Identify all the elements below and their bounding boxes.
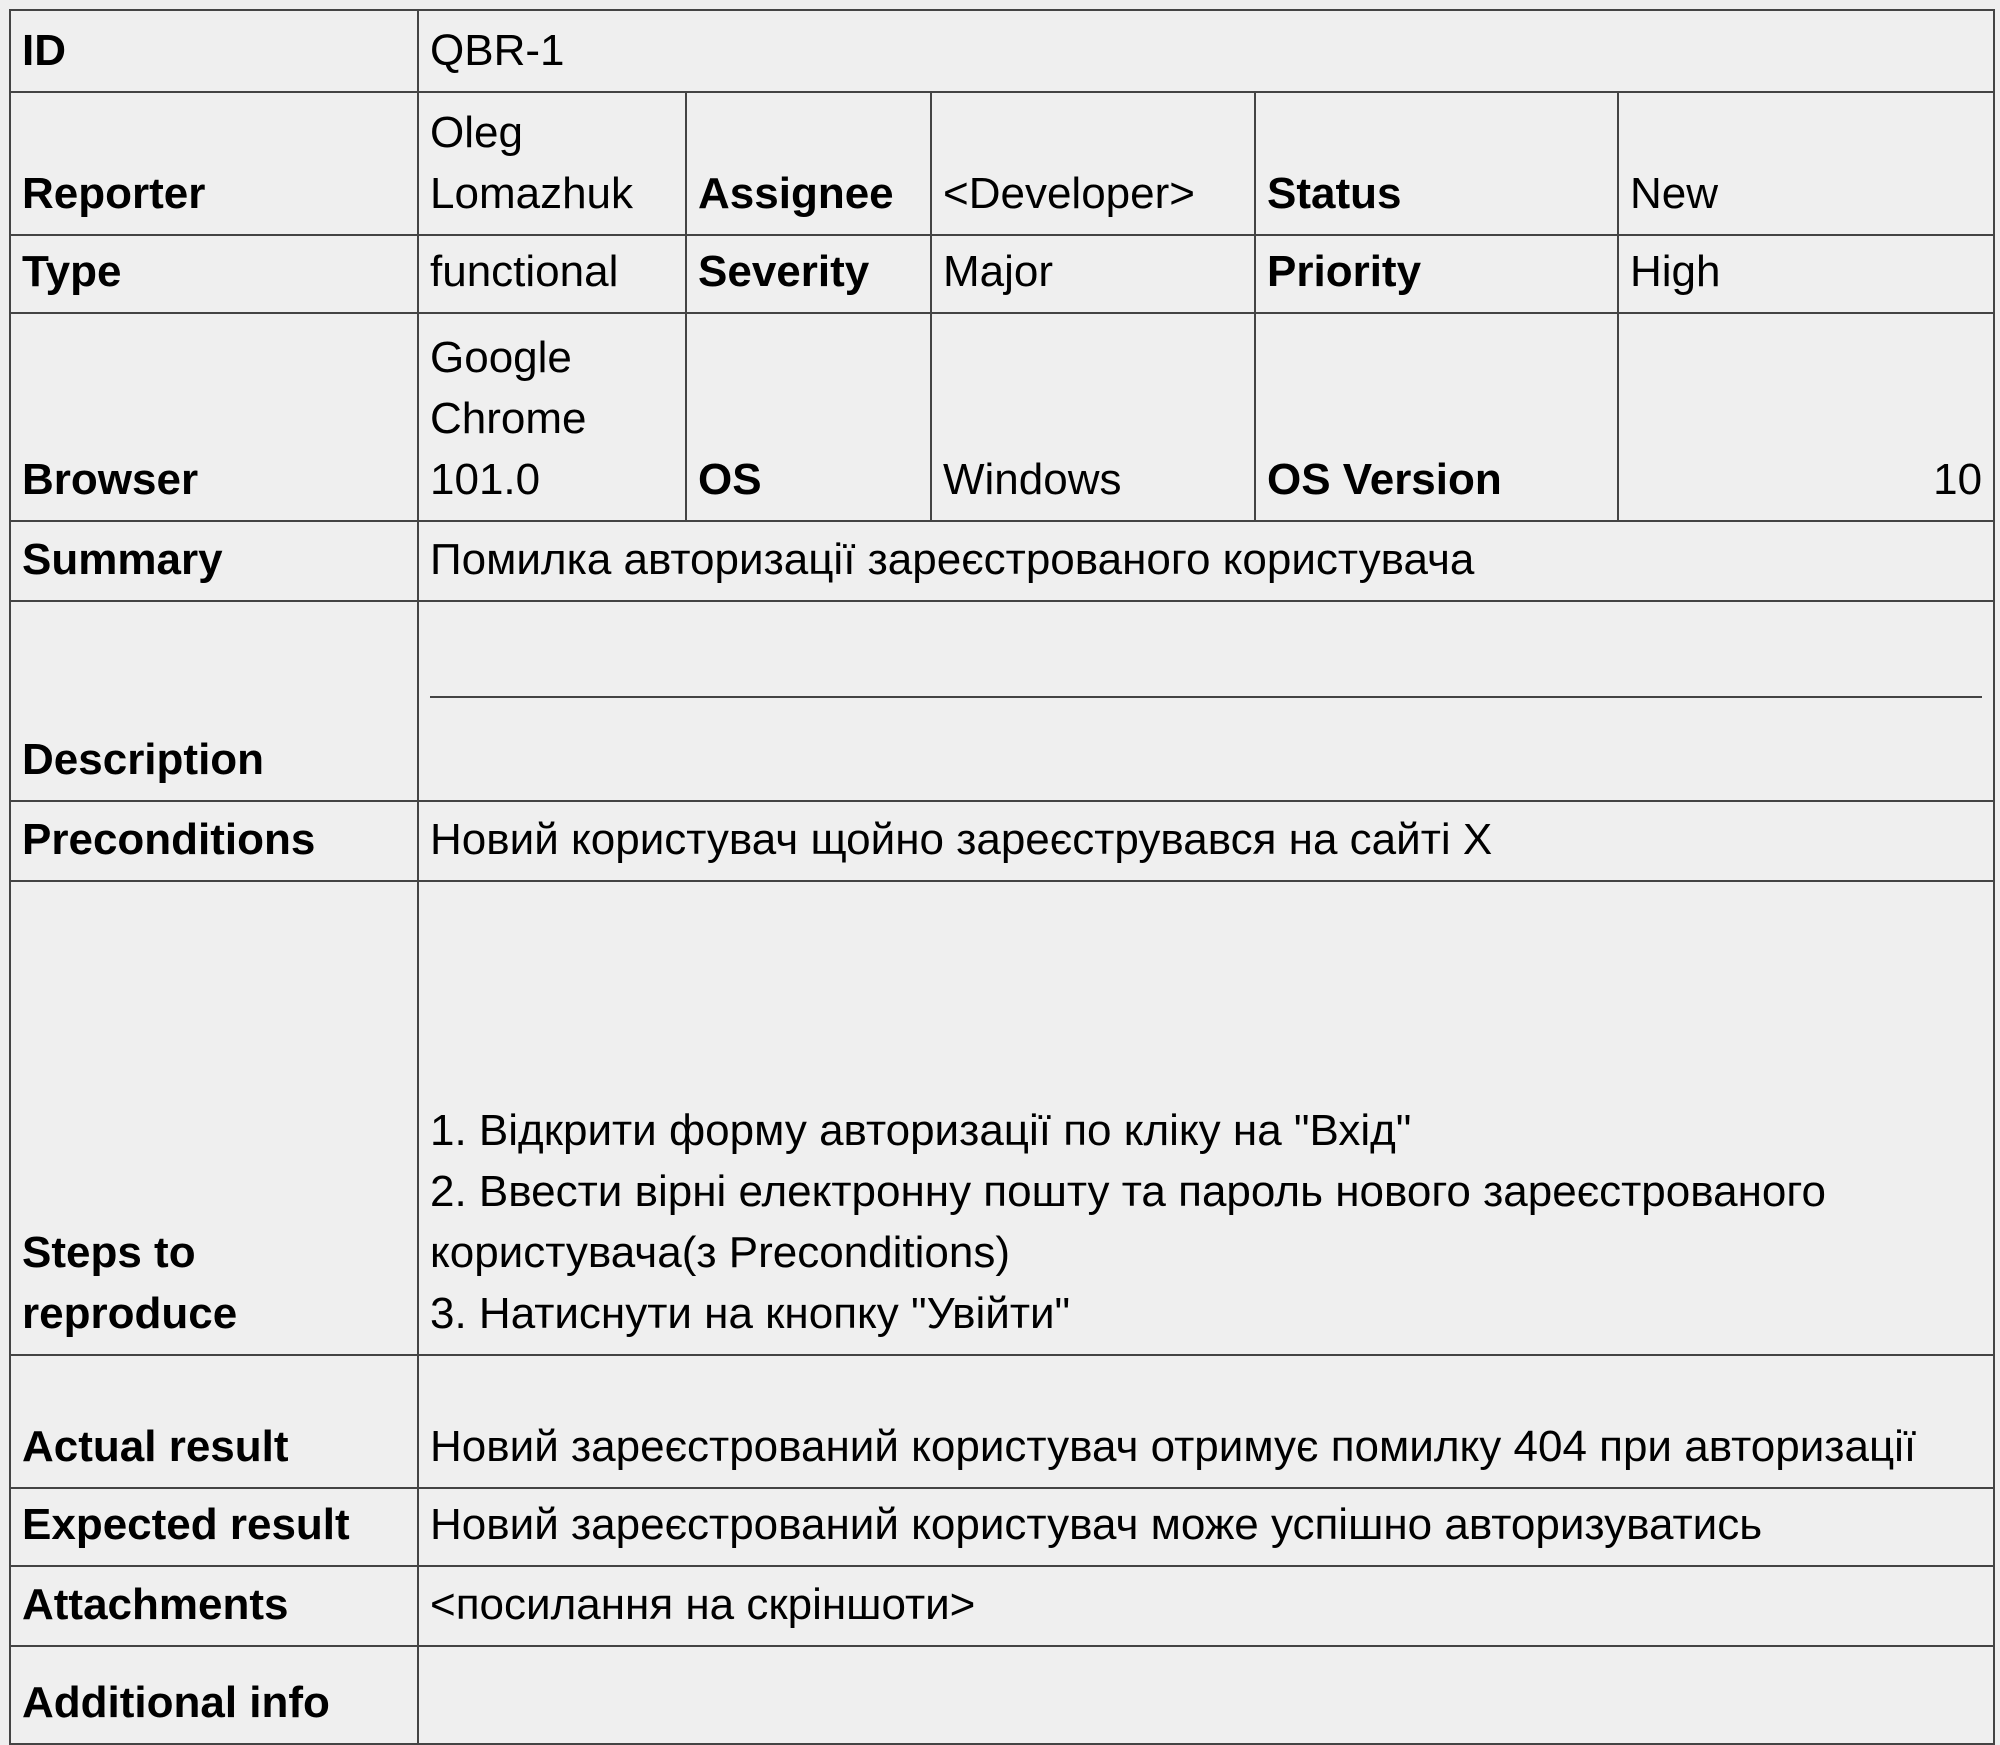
description-line [430, 606, 1983, 698]
os-label: OS [685, 312, 932, 522]
expected-result-value: Новий зареєстрований користувач може усп… [416, 1487, 1996, 1567]
row-description: Description [9, 600, 1996, 802]
type-label: Type [9, 234, 419, 314]
attachments-value: <посилання на скріншоти> [416, 1565, 1996, 1647]
row-steps: Steps to reproduce 1. Відкрити форму авт… [9, 880, 1996, 1356]
os-version-value: 10 [1616, 312, 1996, 522]
description-value [416, 600, 1996, 802]
steps-label: Steps to reproduce [9, 880, 419, 1356]
row-reporter: Reporter Oleg Lomazhuk Assignee <Develop… [9, 91, 1996, 236]
row-expected-result: Expected result Новий зареєстрований кор… [9, 1487, 1996, 1567]
row-id: ID QBR-1 [9, 9, 1996, 93]
row-summary: Summary Помилка авторизації зареєстрован… [9, 520, 1996, 602]
status-label: Status [1254, 91, 1619, 236]
assignee-value: <Developer> [930, 91, 1256, 236]
attachments-label: Attachments [9, 1565, 419, 1647]
step-item: 2. Ввести вірні електронну пошту та паро… [430, 1167, 1826, 1277]
description-label: Description [9, 600, 419, 802]
browser-value: Google Chrome 101.0 [417, 312, 687, 522]
reporter-label: Reporter [9, 91, 419, 236]
os-version-label: OS Version [1254, 312, 1619, 522]
steps-value: 1. Відкрити форму авторизації по кліку н… [416, 880, 1996, 1356]
priority-label: Priority [1254, 234, 1619, 314]
actual-result-value: Новий зареєстрований користувач отримує … [416, 1354, 1996, 1489]
status-value: New [1616, 91, 1996, 236]
summary-value: Помилка авторизації зареєстрованого кори… [416, 520, 1996, 602]
actual-result-label: Actual result [9, 1354, 419, 1489]
row-type: Type functional Severity Major Priority … [9, 234, 1996, 314]
additional-info-value [416, 1645, 1996, 1745]
bug-report-table: ID QBR-1 Reporter Oleg Lomazhuk Assignee… [9, 9, 1996, 1745]
preconditions-label: Preconditions [9, 800, 419, 882]
additional-info-label: Additional info [9, 1645, 419, 1745]
severity-label: Severity [685, 234, 932, 314]
reporter-value: Oleg Lomazhuk [417, 91, 687, 236]
preconditions-value: Новий користувач щойно зареєструвався на… [416, 800, 1996, 882]
browser-label: Browser [9, 312, 419, 522]
priority-value: High [1616, 234, 1996, 314]
step-item: 1. Відкрити форму авторизації по кліку н… [430, 1106, 1412, 1155]
row-preconditions: Preconditions Новий користувач щойно зар… [9, 800, 1996, 882]
summary-label: Summary [9, 520, 419, 602]
type-value: functional [417, 234, 687, 314]
description-line [430, 698, 1982, 790]
row-browser: Browser Google Chrome 101.0 OS Windows O… [9, 312, 1996, 522]
id-value: QBR-1 [416, 9, 1996, 93]
row-additional-info: Additional info [9, 1645, 1996, 1745]
step-item: 3. Натиснути на кнопку "Увійти" [430, 1289, 1071, 1338]
id-label: ID [9, 9, 419, 93]
severity-value: Major [930, 234, 1256, 314]
row-actual-result: Actual result Новий зареєстрований корис… [9, 1354, 1996, 1489]
os-value: Windows [930, 312, 1256, 522]
row-attachments: Attachments <посилання на скріншоти> [9, 1565, 1996, 1647]
assignee-label: Assignee [685, 91, 932, 236]
expected-result-label: Expected result [9, 1487, 419, 1567]
